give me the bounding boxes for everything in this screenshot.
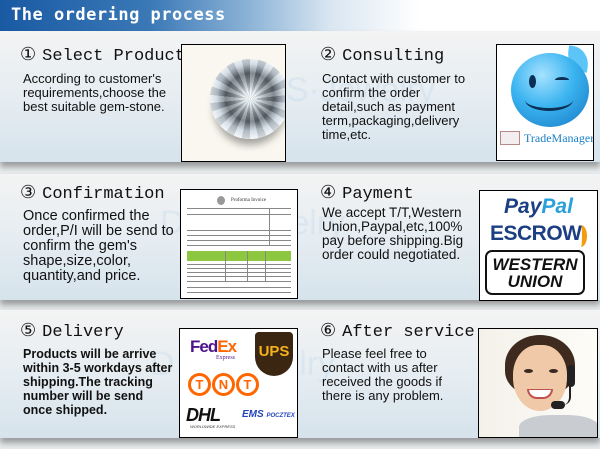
fedex-logo: FedEx: [190, 337, 237, 357]
tnt-logo: T N T: [188, 373, 259, 396]
escrow-logo: ESCROW: [490, 222, 582, 245]
trademanager-image: TradeManager: [496, 44, 594, 161]
wu-union: UNION: [507, 272, 563, 291]
gem-facets: [210, 59, 285, 139]
invoice-rule: [187, 281, 291, 282]
eye-icon: [524, 369, 533, 373]
wu-western: WESTERN: [492, 255, 578, 274]
invoice-document: Proforma Invoice: [185, 194, 293, 294]
invoice-rule: [187, 287, 291, 288]
invoice-rule: [187, 245, 291, 246]
agent-face: [513, 345, 567, 411]
paypal-pal: Pal: [541, 195, 573, 218]
page-title: The ordering process: [11, 5, 226, 25]
invoice-rule: [187, 268, 291, 269]
step-payment: ④ Payment We accept T/T,Western Union,Pay…: [300, 174, 600, 301]
tnt-letter: T: [188, 373, 211, 396]
step-number: ⑥: [320, 320, 337, 341]
tnt-letter: T: [236, 373, 259, 396]
microphone-icon: [551, 401, 565, 409]
step-title-text: Confirmation: [42, 185, 165, 204]
invoice-column-rule: [225, 251, 226, 281]
step-title: ② Consulting: [320, 44, 444, 66]
invoice-rule: [187, 276, 291, 277]
step-title-text: After service: [342, 323, 475, 342]
invoice-column-rule: [247, 251, 248, 281]
ems-pocztex: POCZTEX: [266, 413, 295, 419]
courier-logos-image: FedEx Express UPS T N T DHL WORLDWIDE EX…: [179, 328, 298, 438]
step-number: ⑤: [20, 320, 37, 341]
invoice-rule: [187, 264, 291, 265]
headset-icon: [567, 365, 575, 387]
invoice-rule: [187, 292, 291, 293]
fedex-express: Express: [216, 355, 235, 361]
step-title-text: Consulting: [342, 47, 445, 66]
step-description: Products will be arrive within 3-5 workd…: [23, 347, 173, 417]
proforma-invoice-image: Proforma Invoice: [180, 189, 298, 299]
ems-text: EMS: [242, 409, 264, 420]
step-confirmation: ③ Confirmation Once confirmed the order,P…: [0, 174, 300, 300]
ups-logo: UPS: [255, 332, 293, 376]
envelope-icon: [500, 131, 520, 145]
ems-logo: EMS POCZTEX: [242, 409, 295, 420]
step-number: ③: [20, 182, 37, 203]
invoice-table-header: [187, 251, 291, 261]
invoice-title: Proforma Invoice: [231, 198, 267, 203]
step-number: ②: [320, 44, 337, 65]
step-number: ④: [320, 182, 337, 203]
invoice-column-rule: [265, 251, 266, 281]
invoice-rule: [187, 240, 291, 241]
invoice-column-rule: [269, 208, 270, 246]
step-description: Please feel free to contact with us afte…: [322, 346, 444, 403]
step-select-product: ① Select Product According to customer's …: [0, 31, 300, 162]
dhl-logo: DHL: [186, 405, 221, 425]
invoice-rule: [187, 214, 291, 215]
invoice-rule: [187, 272, 291, 273]
step-after-service: ⑥ After service Please feel free to conta…: [300, 310, 600, 438]
step-title: ④ Payment: [320, 182, 414, 204]
gemstone-image: [181, 44, 286, 162]
step-title-text: Delivery: [42, 323, 124, 342]
invoice-rule: [187, 235, 291, 236]
escrow-arc-icon: [575, 225, 587, 247]
step-description: Contact with customer to confirm the ord…: [322, 71, 466, 142]
invoice-logo-icon: [217, 196, 225, 205]
eye-icon: [529, 75, 536, 88]
step-title: ③ Confirmation: [20, 182, 165, 204]
step-title: ⑥ After service: [320, 320, 475, 342]
dhl-subtitle: WORLDWIDE EXPRESS: [190, 424, 236, 429]
step-title: ⑤ Delivery: [20, 320, 124, 342]
gemstone-icon: [210, 59, 285, 139]
fedex-fed: Fed: [190, 337, 218, 356]
paypal-logo: PayPal: [480, 195, 597, 219]
mic-arm: [561, 385, 571, 405]
agent-shoulder: [519, 415, 597, 437]
invoice-rule: [187, 208, 291, 209]
payment-logos-image: PayPal ESCROW WESTERN UNION: [479, 190, 598, 301]
wink-icon: [555, 77, 569, 83]
step-delivery: ⑤ Delivery Products will be arrive within…: [0, 310, 300, 438]
step-title-text: Select Product: [42, 47, 185, 66]
tnt-letter: N: [212, 373, 235, 396]
step-description: According to customer's requirements,cho…: [23, 71, 167, 114]
paypal-pay: Pay: [504, 195, 542, 218]
step-title: ① Select Product: [20, 44, 185, 66]
invoice-rule: [187, 230, 291, 231]
step-title-text: Payment: [342, 185, 414, 204]
step-description: Once confirmed the order,P/I will be sen…: [23, 208, 174, 284]
smile-icon: [525, 89, 573, 111]
support-agent-image: [478, 328, 598, 438]
fedex-ex: Ex: [217, 337, 237, 356]
step-description: We accept T/T,Western Union,Paypal,etc,1…: [322, 205, 464, 262]
step-number: ①: [20, 44, 37, 65]
trademanager-label: TradeManager: [524, 131, 594, 145]
western-union-logo: WESTERN UNION: [485, 250, 585, 295]
eye-icon: [549, 369, 558, 373]
step-consulting: ② Consulting Contact with customer to con…: [300, 31, 600, 162]
header-banner: The ordering process: [0, 0, 600, 31]
